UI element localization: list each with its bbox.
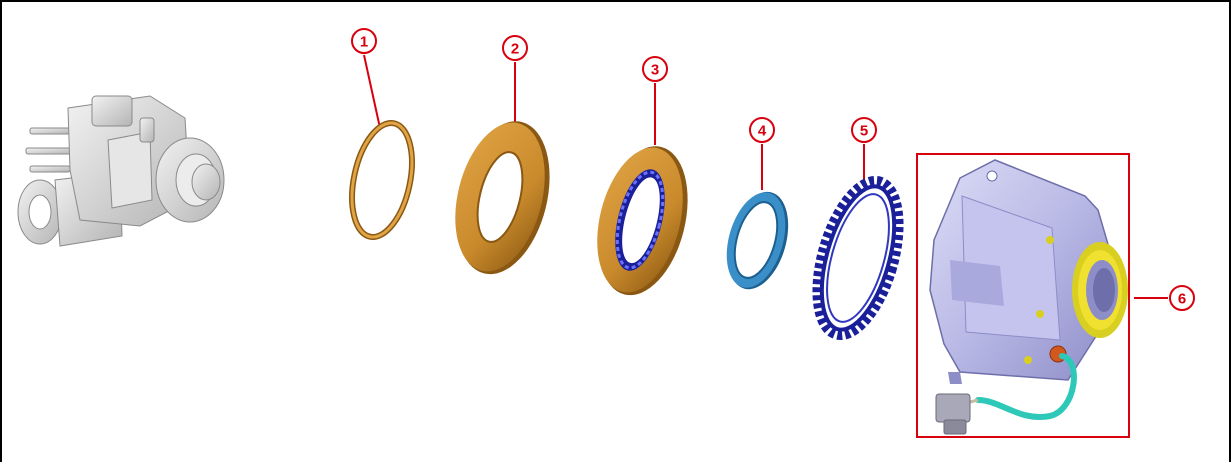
callout-5: 5: [851, 117, 877, 143]
callout-label-2: 2: [511, 41, 519, 58]
callout-label-3: 3: [651, 62, 659, 79]
callout-6: 6: [1169, 285, 1195, 311]
part-5-steel-plate: [812, 175, 904, 341]
callout-1: 1: [351, 28, 377, 54]
housing-icon: [929, 159, 1128, 384]
leader-line-1: [363, 54, 381, 129]
callout-3: 3: [642, 56, 668, 82]
part-3-friction-disc: [597, 146, 688, 296]
part-4-seal-ring: [726, 191, 789, 290]
callout-label-1: 1: [360, 34, 368, 51]
callout-4: 4: [749, 117, 775, 143]
connector-icon: [935, 345, 1077, 435]
callout-label-5: 5: [860, 123, 868, 140]
part-1-thin-ring: [349, 119, 415, 241]
part-2-thrust-washer: [455, 121, 550, 275]
callout-label-4: 4: [758, 123, 767, 140]
part-6-highlight-box: [916, 153, 1130, 438]
leader-lines: [363, 54, 1168, 299]
callout-label-6: 6: [1178, 291, 1186, 308]
gearbox-assembly-icon: [17, 95, 225, 247]
callout-2: 2: [502, 35, 528, 61]
